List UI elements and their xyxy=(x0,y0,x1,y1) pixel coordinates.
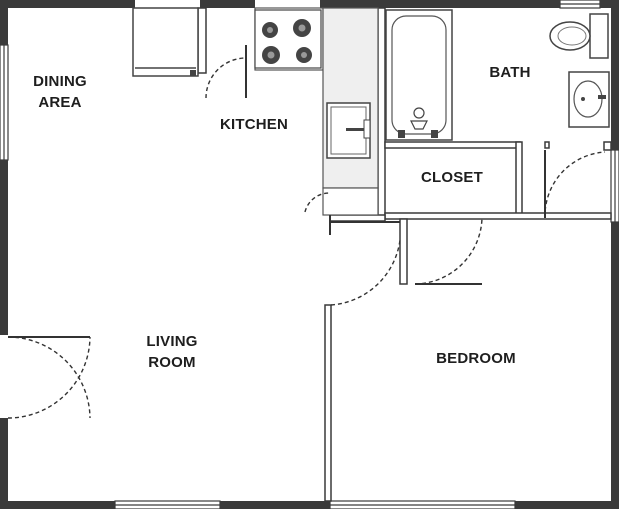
refrigerator-icon xyxy=(132,7,199,77)
toilet-icon xyxy=(549,13,609,59)
room-label-bedroom: BEDROOM xyxy=(436,350,516,367)
doors xyxy=(7,45,606,419)
room-label-kitchen: KITCHEN xyxy=(219,116,289,133)
dining-label-line1: DINING xyxy=(33,73,87,90)
stove-icon xyxy=(254,9,322,69)
living-label-line2: ROOM xyxy=(148,354,196,371)
bedroom-door xyxy=(330,221,401,306)
entry-door xyxy=(7,336,91,419)
kitchen-sink-icon xyxy=(326,102,371,159)
interior-walls xyxy=(197,7,612,502)
pantry-door xyxy=(304,192,331,235)
dining-label-line2: AREA xyxy=(38,94,82,111)
room-label-bath: BATH xyxy=(489,64,531,81)
room-label-closet: CLOSET xyxy=(420,169,484,186)
living-label-line1: LIVING xyxy=(146,333,198,350)
closet-door xyxy=(414,217,483,285)
bathroom-sink-icon xyxy=(568,71,610,128)
bathtub-icon xyxy=(385,9,453,141)
kitchen-door xyxy=(205,45,247,99)
room-label-living: LIVING ROOM xyxy=(128,331,216,373)
bath-door xyxy=(544,150,606,219)
room-label-dining: DINING AREA xyxy=(22,71,98,113)
